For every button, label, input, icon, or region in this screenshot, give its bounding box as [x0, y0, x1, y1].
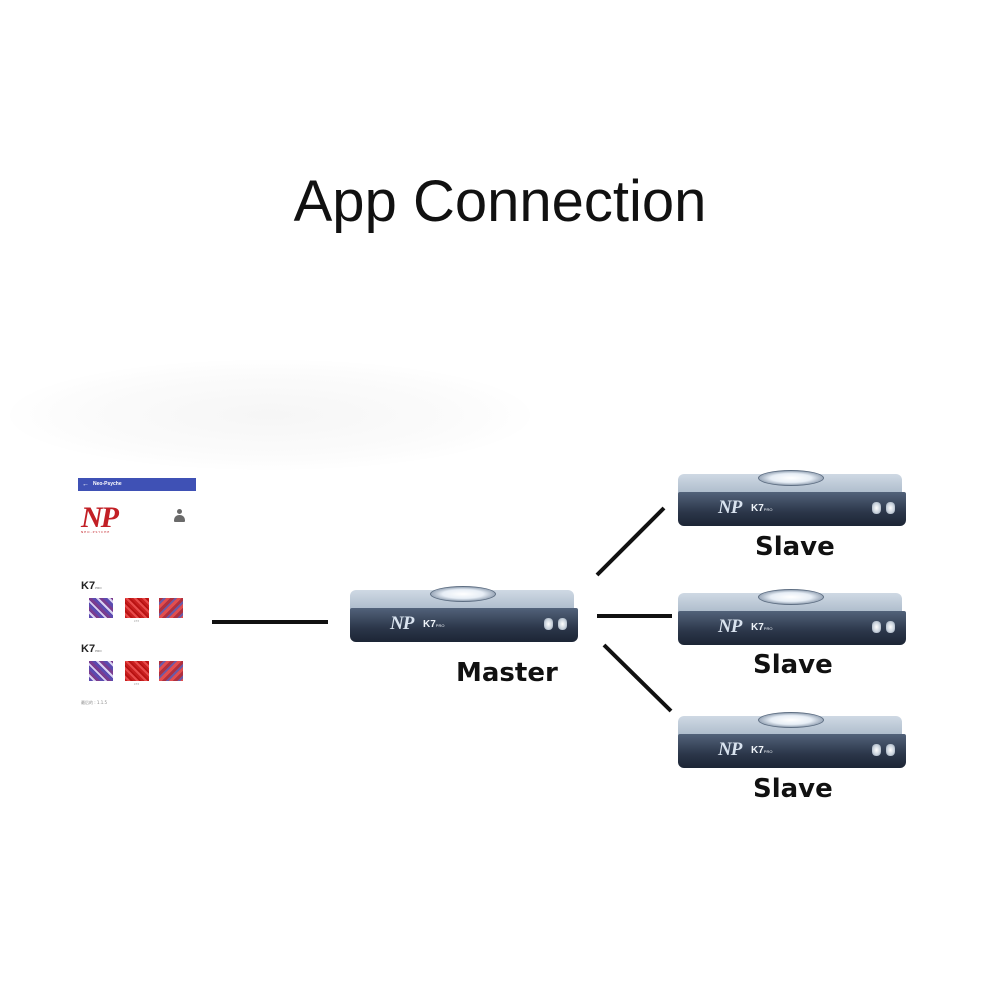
device-logo: NP: [718, 739, 742, 760]
lighting-thumb[interactable]: [125, 598, 149, 618]
connector-master-slave-3: [602, 643, 673, 713]
device-model: K7PRO: [751, 503, 773, 514]
master-device: NP K7PRO: [350, 586, 578, 648]
app-screen: ← Neo-Psyche NP NEO-PSYCHE K7PRO LT3 K7P…: [78, 478, 198, 718]
lighting-thumb[interactable]: [125, 661, 149, 681]
slave-device: NP K7PRO: [678, 470, 906, 532]
lighting-thumb[interactable]: [89, 598, 113, 618]
slave-device: NP K7PRO: [678, 712, 906, 774]
slave-label: Slave: [753, 650, 833, 680]
device-button: [872, 744, 881, 756]
brand-name: NEO-PSYCHE: [81, 530, 111, 534]
device-button: [558, 618, 567, 630]
device-button: [886, 621, 895, 633]
device-logo: NP: [718, 616, 742, 637]
device-logo: NP: [718, 497, 742, 518]
arrow-left-icon[interactable]: ←: [82, 481, 89, 488]
app-header-title: Neo-Psyche: [93, 481, 122, 487]
device-model: K7PRO: [423, 619, 445, 630]
brand-logo: NP: [81, 501, 119, 534]
group-label-1: K7PRO: [81, 580, 102, 592]
app-header: ← Neo-Psyche: [78, 478, 196, 491]
slave-label: Slave: [753, 774, 833, 804]
lighting-thumb[interactable]: [89, 661, 113, 681]
device-button: [872, 502, 881, 514]
fan-icon: [430, 586, 496, 602]
fan-icon: [758, 470, 824, 486]
background-glow: [10, 360, 530, 470]
fan-icon: [758, 589, 824, 605]
connector-master-slave-1: [595, 506, 666, 577]
group-label-2: K7PRO: [81, 643, 102, 655]
app-version: 最后的 : 1.1.5: [81, 700, 108, 705]
device-model: K7PRO: [751, 622, 773, 633]
device-model: K7PRO: [751, 745, 773, 756]
lighting-thumb[interactable]: [159, 598, 183, 618]
fan-icon: [758, 712, 824, 728]
user-icon[interactable]: [174, 509, 185, 523]
page-title: App Connection: [293, 169, 707, 234]
device-button: [886, 502, 895, 514]
lighting-thumb[interactable]: [159, 661, 183, 681]
device-logo: NP: [390, 613, 414, 634]
master-label: Master: [456, 658, 558, 688]
slave-label: Slave: [755, 532, 835, 562]
device-button: [886, 744, 895, 756]
thumb-caption: LT3: [134, 682, 139, 686]
device-button: [544, 618, 553, 630]
thumb-caption: LT3: [134, 619, 139, 623]
device-button: [872, 621, 881, 633]
slave-device: NP K7PRO: [678, 589, 906, 651]
